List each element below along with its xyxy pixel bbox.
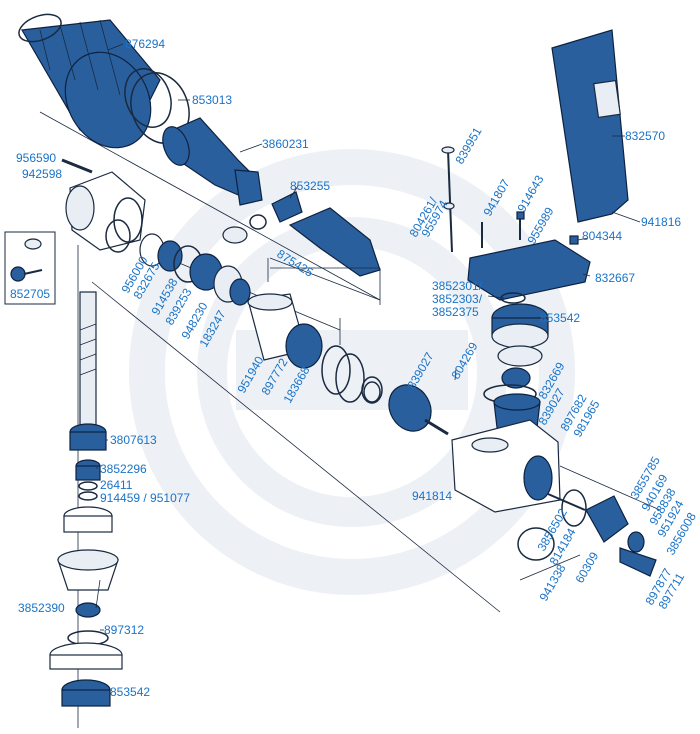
bellows-part[interactable] (15, 9, 167, 163)
label-941338: 941338 (536, 562, 568, 604)
label-3852390: 3852390 (18, 601, 65, 615)
lower-gear-stack-part[interactable] (49, 506, 123, 707)
label-956590: 956590 (16, 151, 56, 165)
label-26411: 26411 (100, 478, 133, 492)
label-60309: 60309 (572, 549, 601, 585)
label-3807613: 3807613 (110, 433, 157, 447)
label-852705: 852705 (10, 287, 50, 301)
label-914459: 914459 / 951077 (100, 491, 190, 505)
label-876294: 876294 (125, 37, 165, 51)
side-cover-part[interactable] (517, 489, 657, 577)
output-bearing-stack-part[interactable] (247, 293, 381, 403)
label-941814: 941814 (412, 489, 452, 503)
label-3860231: 3860231 (262, 137, 309, 151)
label-832570: 832570 (625, 129, 665, 143)
label-941816: 941816 (641, 215, 681, 229)
label-839951: 839951 (452, 125, 484, 167)
label-3852301: 3852301/ (432, 279, 483, 293)
vertical-shaft-part[interactable] (69, 291, 107, 501)
top-cover-part[interactable] (467, 239, 591, 301)
label-3852375: 3852375 (432, 305, 479, 319)
label-853013: 853013 (192, 93, 232, 107)
bell-housing-part[interactable] (61, 158, 146, 251)
long-bolt-part[interactable] (441, 146, 455, 253)
label-3852296: 3852296 (100, 462, 147, 476)
label-853542-lower: 853542 (110, 685, 150, 699)
label-942598: 942598 (22, 167, 62, 181)
label-leaders (95, 43, 625, 631)
universal-joint-shaft-part[interactable] (158, 117, 263, 206)
label-832667: 832667 (595, 271, 635, 285)
input-seal-stack-part[interactable] (105, 219, 251, 306)
label-853542-upper: 853542 (540, 311, 580, 325)
transom-shield-part[interactable] (551, 29, 641, 223)
label-853255: 853255 (290, 179, 330, 193)
label-3852303: 3852303/ (432, 292, 483, 306)
yoke-part[interactable] (222, 191, 381, 277)
label-897312: 897312 (104, 623, 144, 637)
label-804344: 804344 (582, 229, 622, 243)
upper-bearing-part[interactable] (491, 292, 549, 349)
inset-detail-box (4, 231, 56, 305)
